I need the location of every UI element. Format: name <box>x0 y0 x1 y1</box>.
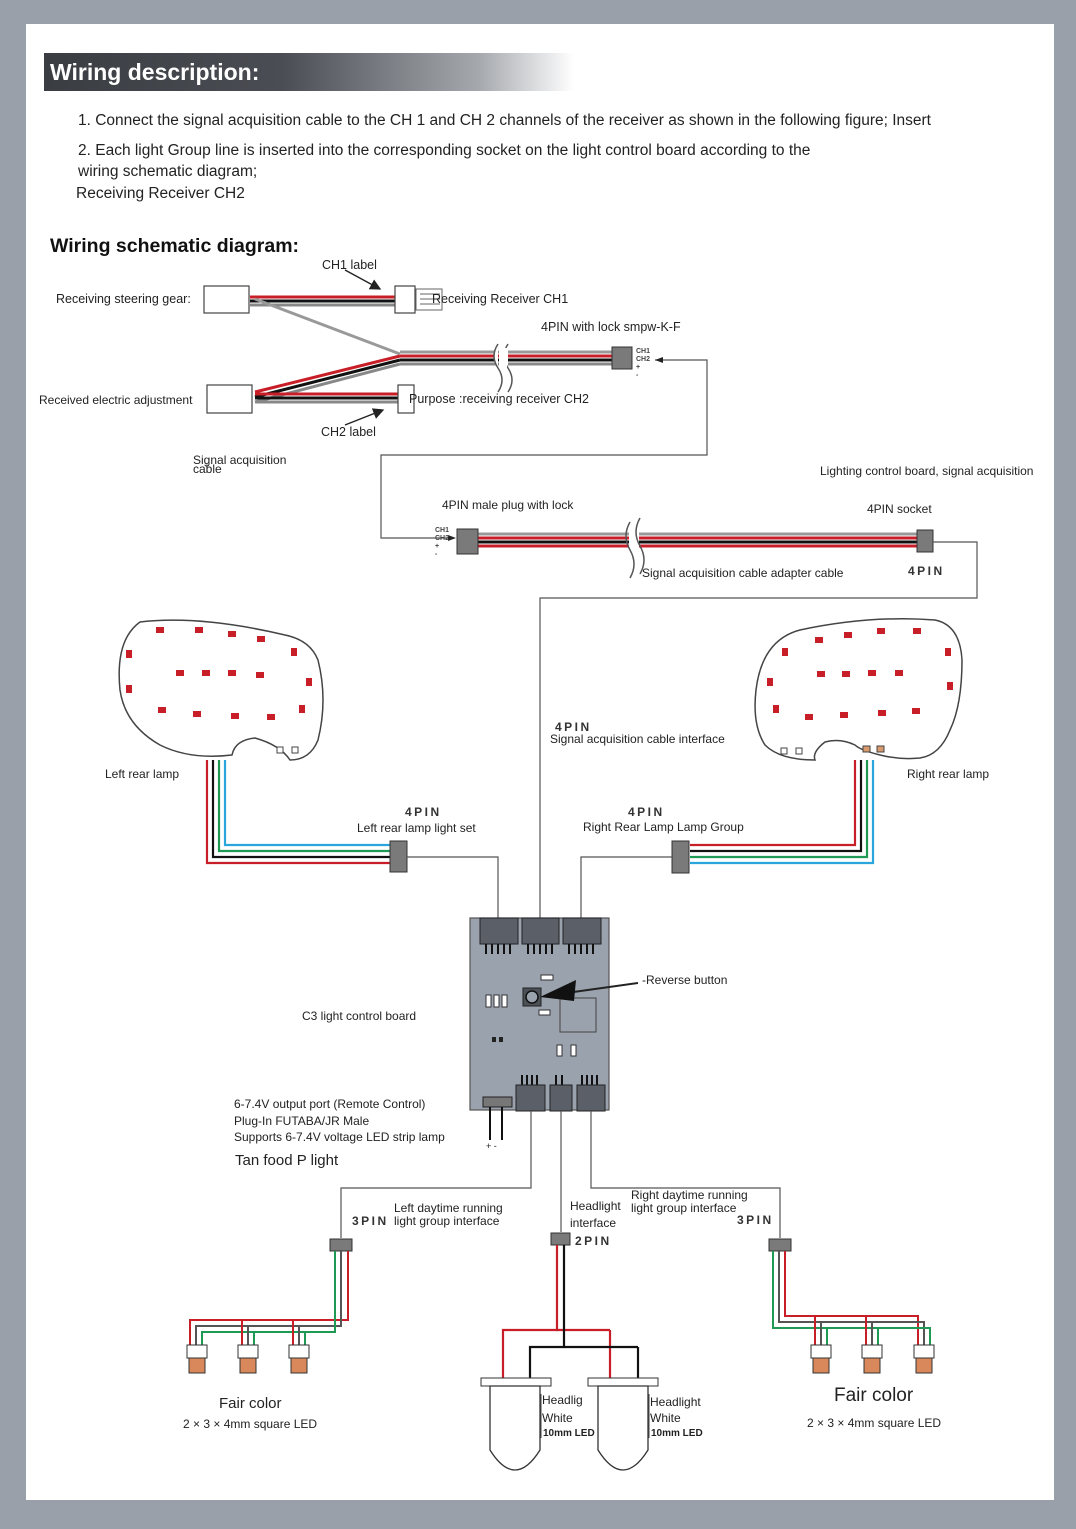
right-rear-lamp <box>754 618 963 761</box>
c3-board-label: C3 light control board <box>302 1009 416 1023</box>
right-drl-label-a: Right daytime running <box>631 1188 748 1202</box>
esc-label: Received electric adjustment <box>39 393 193 407</box>
left-lamp-set-label: Left rear lamp light set <box>357 821 476 835</box>
left-drl-label-b: light group interface <box>394 1214 500 1228</box>
4pin-label-left: 4PIN <box>405 805 442 819</box>
led-spec-left-label: 2 × 3 × 4mm square LED <box>183 1417 317 1431</box>
adapter-cable-label: Signal acquisition cable adapter cable <box>642 566 844 580</box>
tan-food-label: Tan food P light <box>235 1152 339 1169</box>
ch2-mark-mid: CH2 <box>435 535 449 542</box>
headlig-label: Headlig <box>542 1393 583 1407</box>
white-label-right: White <box>650 1411 681 1425</box>
reverse-button-label: -Reverse button <box>642 973 727 987</box>
4pin-lock-connector <box>611 346 633 370</box>
lighting-board-label: Lighting control board, signal acquisiti… <box>820 464 1033 478</box>
minus-mark-mid: - <box>435 551 438 558</box>
right-drl-connector <box>768 1238 792 1252</box>
headlight-led-right <box>587 1377 659 1471</box>
white-label-left: White <box>542 1411 573 1425</box>
intro-line-2b: wiring schematic diagram; <box>78 163 258 180</box>
right-rear-lamp-label: Right rear lamp <box>907 767 989 781</box>
headlight-if-label-b: interface <box>570 1216 616 1230</box>
left-leds <box>186 1344 310 1374</box>
headlight-connector <box>550 1232 571 1246</box>
intro-line-2a: 2. Each light Group line is inserted int… <box>78 142 811 159</box>
4pin-label-adapter: 4PIN <box>908 564 945 578</box>
plug-in-label: Plug-In FUTABA/JR Male <box>234 1114 369 1128</box>
left-lamp-connector <box>389 840 408 873</box>
header-title: Wiring description: <box>50 59 260 85</box>
ch1-plug <box>394 285 416 314</box>
fair-color-left-label: Fair color <box>219 1395 282 1412</box>
schematic-title: Wiring schematic diagram: <box>50 235 300 257</box>
header-banner: Wiring description: <box>44 53 574 91</box>
right-drl-label-b: light group interface <box>631 1201 737 1215</box>
3pin-label-right: 3PIN <box>737 1213 774 1227</box>
headlight-if-label-a: Headlight <box>570 1199 621 1213</box>
4pin-male-plug <box>456 528 479 555</box>
plus-mark-mid: + <box>435 543 439 550</box>
output-port-label: 6-7.4V output port (Remote Control) <box>234 1097 425 1111</box>
ch1-label: CH1 label <box>322 258 377 272</box>
4pin-socket-label: 4PIN socket <box>867 502 932 516</box>
led-10mm-right: 10mm LED <box>651 1428 703 1439</box>
fair-color-right-label: Fair color <box>834 1385 914 1406</box>
intro-line-3: Receiving Receiver CH2 <box>76 185 245 202</box>
signal-interface-label: Signal acquisition cable interface <box>550 732 725 746</box>
signal-acq-label-b: cable <box>193 462 222 476</box>
ch2-plug <box>397 384 415 414</box>
left-drl-connector <box>329 1238 353 1252</box>
ch1-mark-top: CH1 <box>636 348 650 355</box>
right-lamp-connector <box>671 840 690 874</box>
male-plug-label: 4PIN male plug with lock <box>442 498 574 512</box>
led-10mm-left: 10mm LED <box>543 1428 595 1439</box>
minus-mark-top: - <box>636 372 639 379</box>
receiver-ch1-label: Receiving Receiver CH1 <box>432 292 568 306</box>
4pin-label-signal: 4PIN <box>555 720 592 734</box>
2pin-label: 2PIN <box>575 1234 612 1248</box>
led-spec-right-label: 2 × 3 × 4mm square LED <box>807 1416 941 1430</box>
ch1-mark-mid: CH1 <box>435 527 449 534</box>
signal-acq-label-a: Signal acquisition <box>193 453 286 467</box>
left-rear-lamp-label: Left rear lamp <box>105 767 179 781</box>
steering-gear-plug <box>203 285 250 314</box>
ch2-mark-top: CH2 <box>636 356 650 363</box>
4pin-label-right: 4PIN <box>628 805 665 819</box>
right-leds <box>810 1344 935 1374</box>
intro-line-1: 1. Connect the signal acquisition cable … <box>78 112 931 129</box>
steering-gear-label: Receiving steering gear: <box>56 292 191 306</box>
c3-control-board <box>469 917 610 1112</box>
esc-plug <box>206 384 253 414</box>
adapter-cable <box>478 517 918 579</box>
left-rear-lamp <box>118 619 324 761</box>
ch2-label: CH2 label <box>321 425 376 439</box>
right-lamp-group-label: Right Rear Lamp Lamp Group <box>583 820 744 834</box>
headlight-led-left <box>480 1377 552 1471</box>
headlight-label: Headlight <box>650 1395 701 1409</box>
output-polarity: + - <box>486 1141 497 1151</box>
plus-mark-top: + <box>636 364 640 371</box>
purpose-ch2-label: Purpose :receiving receiver CH2 <box>409 392 589 406</box>
left-drl-label-a: Left daytime running <box>394 1201 503 1215</box>
3pin-label-left: 3PIN <box>352 1214 389 1228</box>
4pin-lock-label: 4PIN with lock smpw-K-F <box>541 320 681 334</box>
y-cable <box>250 295 612 404</box>
supports-label: Supports 6-7.4V voltage LED strip lamp <box>234 1130 445 1144</box>
4pin-socket <box>916 529 934 553</box>
